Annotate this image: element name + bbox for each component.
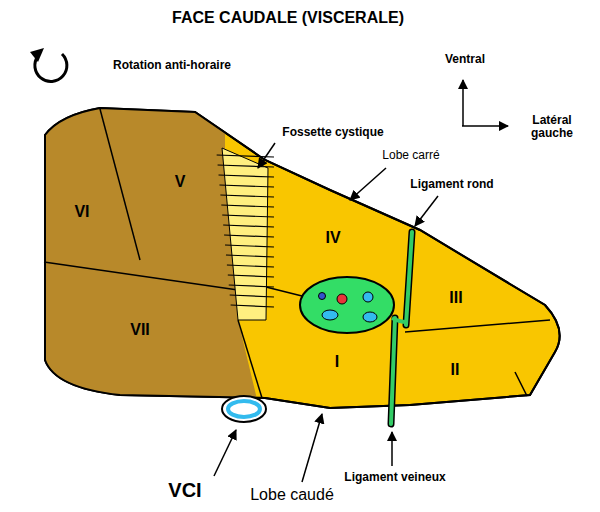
round-ligament [406, 232, 412, 325]
segment-number: III [449, 289, 462, 307]
structure-label: VCI [168, 479, 201, 501]
segment-number: I [335, 353, 339, 371]
axis-label: Latéral gauche [520, 114, 584, 140]
segment-number: V [175, 173, 186, 191]
structure-label: Lobe caudé [250, 486, 334, 504]
fossa-stripes [217, 155, 274, 307]
fossa-stripe [219, 185, 274, 187]
fossa-stripe [228, 275, 274, 277]
fossa-stripe [221, 205, 274, 207]
segment-number: IV [325, 229, 340, 247]
diagram-title: FACE CAUDALE (VISCERALE) [172, 9, 404, 27]
segment-number: II [451, 361, 460, 379]
fossa-stripe [218, 165, 274, 167]
fossa-stripe [226, 255, 274, 257]
fossa-stripe [220, 195, 274, 197]
fossa-stripe [223, 225, 274, 227]
structure-label: Fossette cystique [282, 126, 383, 139]
fossa-stripe [231, 305, 274, 307]
axis-label: Ventral [445, 53, 485, 66]
fossa-stripe [222, 215, 274, 217]
fossa-stripe [225, 245, 274, 247]
rotation-label: Rotation anti-horaire [113, 59, 231, 72]
segment-number: VI [74, 203, 89, 221]
fossa-stripe [227, 265, 274, 267]
hepatic-hilum [300, 277, 394, 333]
structure-label: Ligament rond [410, 178, 493, 191]
hilum-vessel [337, 294, 347, 304]
liver-border [45, 108, 560, 408]
fossa-stripe [229, 285, 274, 287]
structure-label: Ligament veineux [344, 471, 445, 484]
leader-arrows [214, 80, 508, 482]
gallbladder-fossa [222, 148, 268, 320]
fossa-stripe [230, 295, 274, 297]
venous-ligament [391, 318, 395, 424]
right-lobe [20, 90, 262, 420]
vena-cava [222, 396, 266, 422]
fossa-stripe [224, 235, 274, 237]
rotation-arrow [35, 54, 67, 81]
segment-number: VII [130, 321, 150, 339]
fossa-stripe [219, 175, 274, 177]
structure-label: Lobe carré [382, 149, 439, 162]
segment-lines [44, 109, 550, 398]
